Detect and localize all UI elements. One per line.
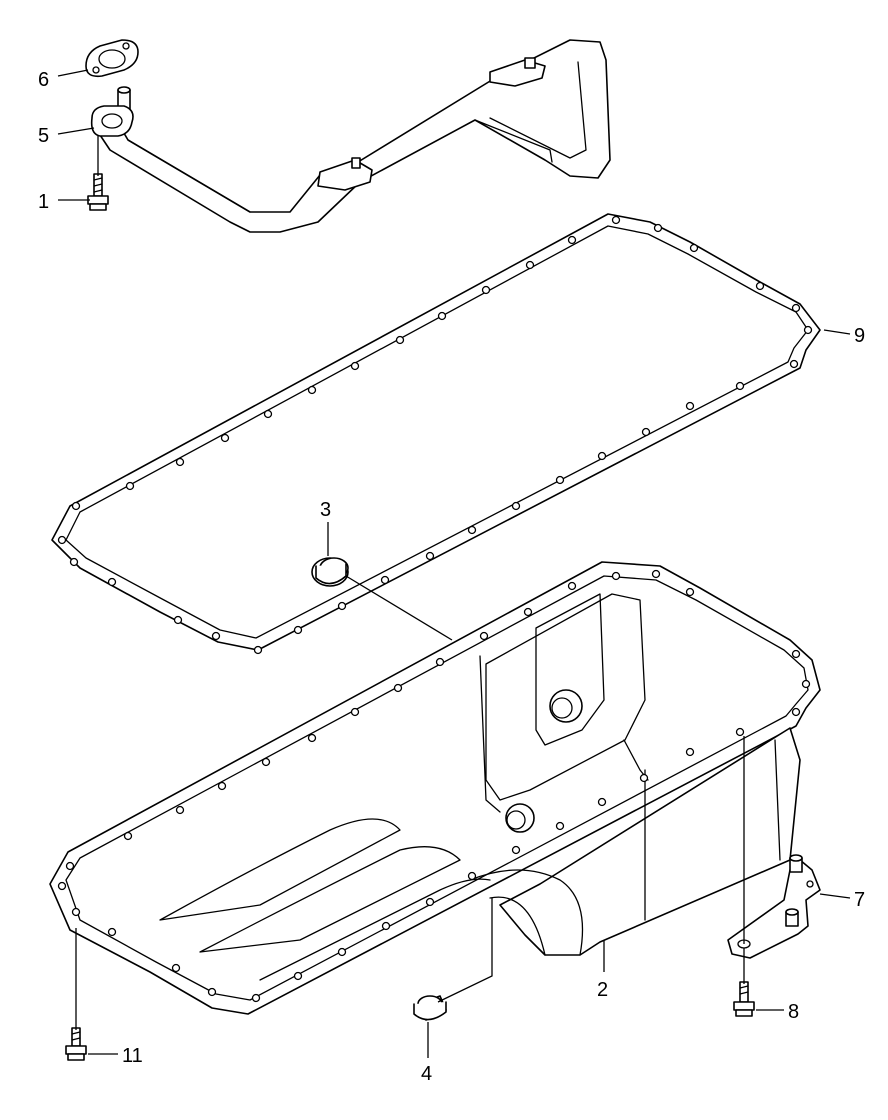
callout-2: 2 xyxy=(597,979,608,1001)
callout-9: 9 xyxy=(854,325,865,347)
tube-flange xyxy=(90,105,134,137)
leader-lines xyxy=(57,69,851,1058)
callout-7: 7 xyxy=(854,889,865,911)
oil-pan xyxy=(49,561,821,1015)
flange-gasket xyxy=(85,39,139,78)
callout-labels: 1 5 6 3 9 2 4 7 8 11 xyxy=(38,69,865,1085)
gasket-bolt-holes xyxy=(57,215,813,655)
callout-1: 1 xyxy=(38,191,49,213)
callout-6: 6 xyxy=(38,69,49,91)
bolt-8 xyxy=(733,981,755,1017)
pan-bolt-holes xyxy=(57,569,811,1003)
bracket-7 xyxy=(727,854,821,959)
oil-pan-gasket xyxy=(51,213,821,655)
callout-5: 5 xyxy=(38,125,49,147)
callout-3: 3 xyxy=(320,499,331,521)
plug-3 xyxy=(311,557,349,587)
callout-8: 8 xyxy=(788,1001,799,1023)
drain-plug-4 xyxy=(413,995,447,1021)
oil-pickup-tube xyxy=(99,39,611,233)
bolt-11 xyxy=(65,1027,87,1061)
callout-4: 4 xyxy=(421,1063,432,1085)
callout-11: 11 xyxy=(122,1045,143,1067)
bolt-1 xyxy=(87,173,109,211)
